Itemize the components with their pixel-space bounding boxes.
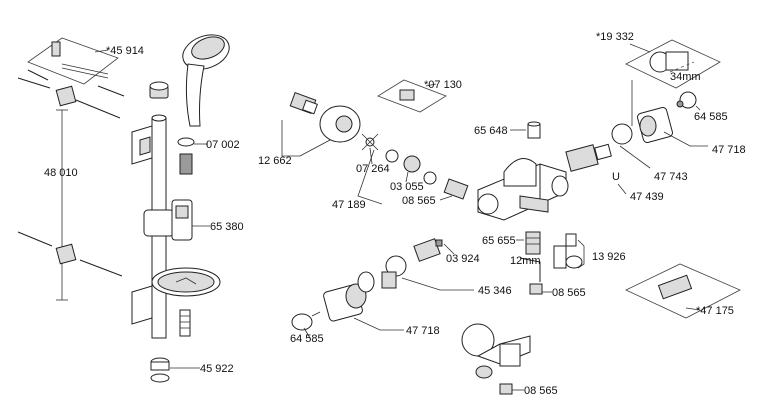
label-08565c: 08 565 [524, 385, 558, 397]
valve-13926 [553, 233, 583, 269]
handle-right-47718 [611, 107, 673, 145]
hand-shower [182, 34, 230, 127]
leader-03924 [443, 243, 455, 255]
leader-45346 [401, 277, 474, 291]
leader-47718a [663, 131, 708, 147]
label-47439: 47 439 [630, 191, 664, 203]
shower-slider-65380 [143, 199, 193, 241]
label-65380: 65 380 [210, 221, 244, 233]
soap-dish [151, 267, 221, 297]
cap-64585a [676, 91, 697, 109]
label-08565b: 08 565 [552, 287, 586, 299]
wall-bracket-bottom [131, 285, 153, 325]
label-47743: 47 743 [654, 171, 688, 183]
label-64585b: 64 585 [290, 333, 324, 345]
label-12mm: 12mm [510, 255, 541, 267]
end-caps-45922 [150, 357, 170, 383]
leader-47175 [685, 307, 701, 311]
leader-08565a [439, 195, 453, 201]
leader-03055 [405, 171, 409, 183]
cap-64585b [291, 311, 321, 331]
leader-12662 [281, 120, 300, 157]
leader-64585b [303, 327, 311, 339]
label-47718a: 47 718 [712, 144, 746, 156]
label-65648: 65 648 [474, 125, 508, 137]
handle-left-47718 [323, 271, 375, 322]
cartridge-03924 [413, 238, 443, 262]
label-07002: 07 002 [206, 139, 240, 151]
parts-box-07130 [377, 79, 447, 113]
label-34mm: 34mm [670, 71, 701, 83]
leader-07130 [425, 83, 437, 87]
label-64585a: 64 585 [694, 111, 728, 123]
label-65655: 65 655 [482, 235, 516, 247]
thermostat-body [477, 158, 569, 221]
check-valve-65655 [525, 231, 541, 255]
diverter-body [461, 323, 531, 379]
label-47718b: 47 718 [406, 325, 440, 337]
label-45346: 45 346 [478, 285, 512, 297]
label-08565a: 08 565 [402, 195, 436, 207]
leader-12662-b [299, 139, 331, 157]
leader-07264 [369, 147, 373, 165]
label-03055: 03 055 [390, 181, 424, 193]
seals-03055 [385, 149, 437, 185]
label-45922: 45 922 [200, 363, 234, 375]
label-03924: 03 924 [446, 253, 480, 265]
label-47189: 47 189 [332, 199, 366, 211]
dish-screw [179, 309, 191, 337]
leader-19332 [629, 43, 651, 53]
check-valve-08565b [529, 283, 543, 295]
parts-box-45914 [27, 37, 119, 85]
screws-lower [17, 231, 123, 277]
spindle-45346 [381, 255, 407, 289]
wall-bracket-top [131, 125, 153, 165]
check-valve-08565a [443, 178, 469, 200]
leader-45914 [94, 49, 109, 53]
label-19332: *19 332 [596, 31, 634, 43]
hose-washer-07002 [177, 137, 195, 175]
eccentric-connectors [289, 92, 318, 115]
label-u: U [612, 171, 620, 183]
thermo-cartridge [565, 143, 612, 172]
cap-65648 [527, 121, 541, 139]
label-47175: *47 175 [696, 305, 734, 317]
allen-key-12mm [519, 257, 541, 282]
leader-47718b [353, 317, 404, 331]
leader-47189 [357, 149, 383, 205]
parts-box-47175 [625, 263, 741, 319]
leader-64585a [695, 105, 701, 111]
label-07264: 07 264 [356, 163, 390, 175]
label-13926: 13 926 [592, 251, 626, 263]
screws-upper [17, 69, 125, 119]
leader-47439 [617, 183, 627, 195]
flange-12662 [319, 105, 361, 143]
washer-07264 [361, 133, 379, 151]
label-07130: *07 130 [424, 79, 462, 91]
label-45914: *45 914 [106, 45, 144, 57]
check-valve-08565c [499, 383, 513, 395]
leader-13926 [577, 239, 585, 269]
label-12662: 12 662 [258, 155, 292, 167]
label-48010: 48 010 [44, 167, 78, 179]
leader-47743 [619, 145, 651, 169]
